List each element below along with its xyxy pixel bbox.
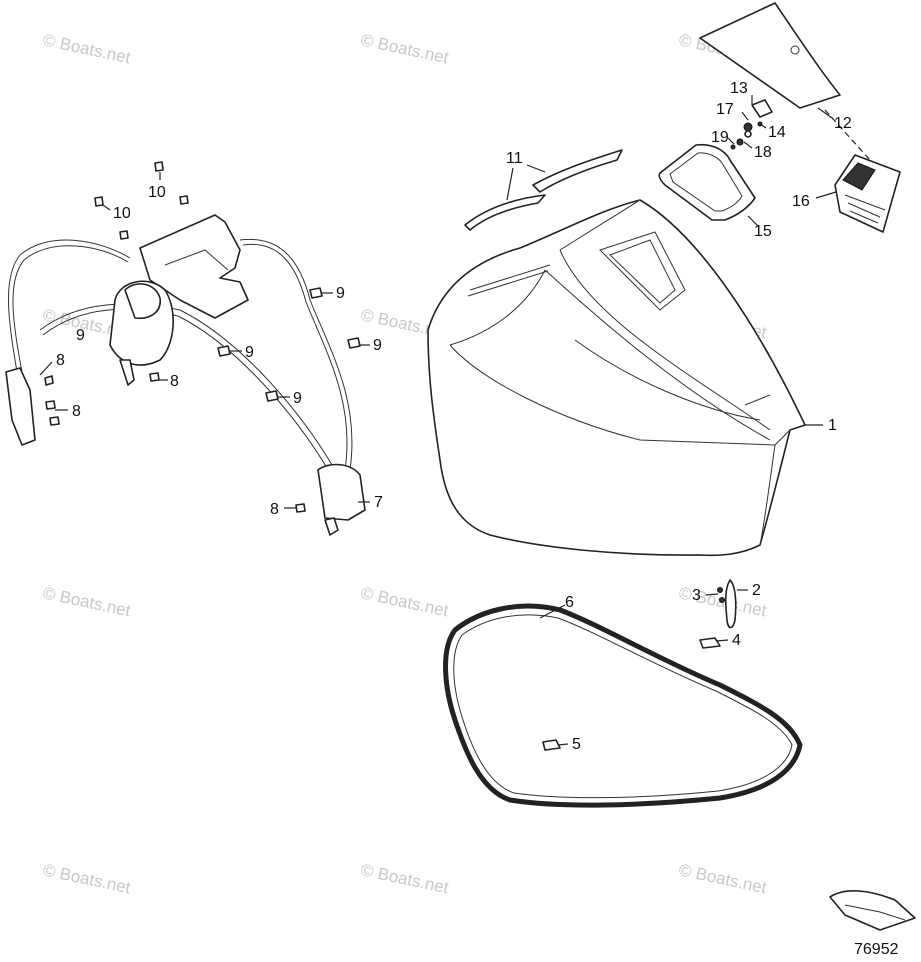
callout-9: 9 (373, 337, 382, 354)
figure-number: 76952 (854, 941, 899, 958)
callout-10: 10 (113, 205, 131, 222)
leader-lines (39, 95, 837, 746)
callout-15: 15 (754, 223, 772, 240)
callout-2: 2 (752, 582, 761, 599)
callout-9: 9 (245, 344, 254, 361)
callout-18: 18 (754, 144, 772, 161)
callout-6: 6 (565, 594, 574, 611)
callout-13: 13 (730, 80, 748, 97)
callout-8: 8 (270, 501, 279, 518)
callout-8: 8 (56, 352, 65, 369)
seal-part (658, 143, 756, 221)
watermark: © Boats.net (359, 583, 450, 620)
cover-plate-part (699, 2, 841, 109)
decal-part (464, 149, 623, 231)
watermark: © Boats.net (41, 860, 132, 897)
callout-16: 16 (792, 193, 810, 210)
watermark: © Boats.net (359, 30, 450, 67)
callout-8: 8 (72, 403, 81, 420)
callout-5: 5 (572, 736, 581, 753)
callout-9: 9 (76, 327, 85, 344)
fasteners (44, 161, 361, 513)
watermark: © Boats.net (41, 583, 132, 620)
latch-hardware (542, 579, 737, 751)
callout-10: 10 (148, 184, 166, 201)
callout-19: 19 (711, 129, 729, 146)
callout-7: 7 (374, 494, 383, 511)
callout-4: 4 (732, 632, 741, 649)
engine-thumbnail-icon (829, 890, 916, 931)
lower-seal-part (443, 603, 803, 808)
watermark: © Boats.net (41, 30, 132, 67)
top-cowl-part (427, 199, 806, 557)
callout-1: 1 (828, 417, 837, 434)
watermark: © Boats.net (359, 860, 450, 897)
callout-8: 8 (170, 373, 179, 390)
latch-assembly-part (5, 214, 366, 536)
callout-14: 14 (768, 124, 786, 141)
callout-3: 3 (692, 587, 701, 604)
watermark: © Boats.net (677, 860, 768, 897)
warning-label-part (834, 154, 901, 233)
label-leader (824, 109, 871, 161)
callout-12: 12 (834, 115, 852, 132)
callout-9: 9 (336, 285, 345, 302)
callouts: 1 2 3 4 5 6 7 8 8 8 8 9 9 9 9 9 10 10 11… (56, 80, 852, 753)
callout-11: 11 (506, 150, 523, 167)
small-hardware (730, 99, 773, 150)
callout-17: 17 (716, 101, 734, 118)
callout-9: 9 (293, 390, 302, 407)
